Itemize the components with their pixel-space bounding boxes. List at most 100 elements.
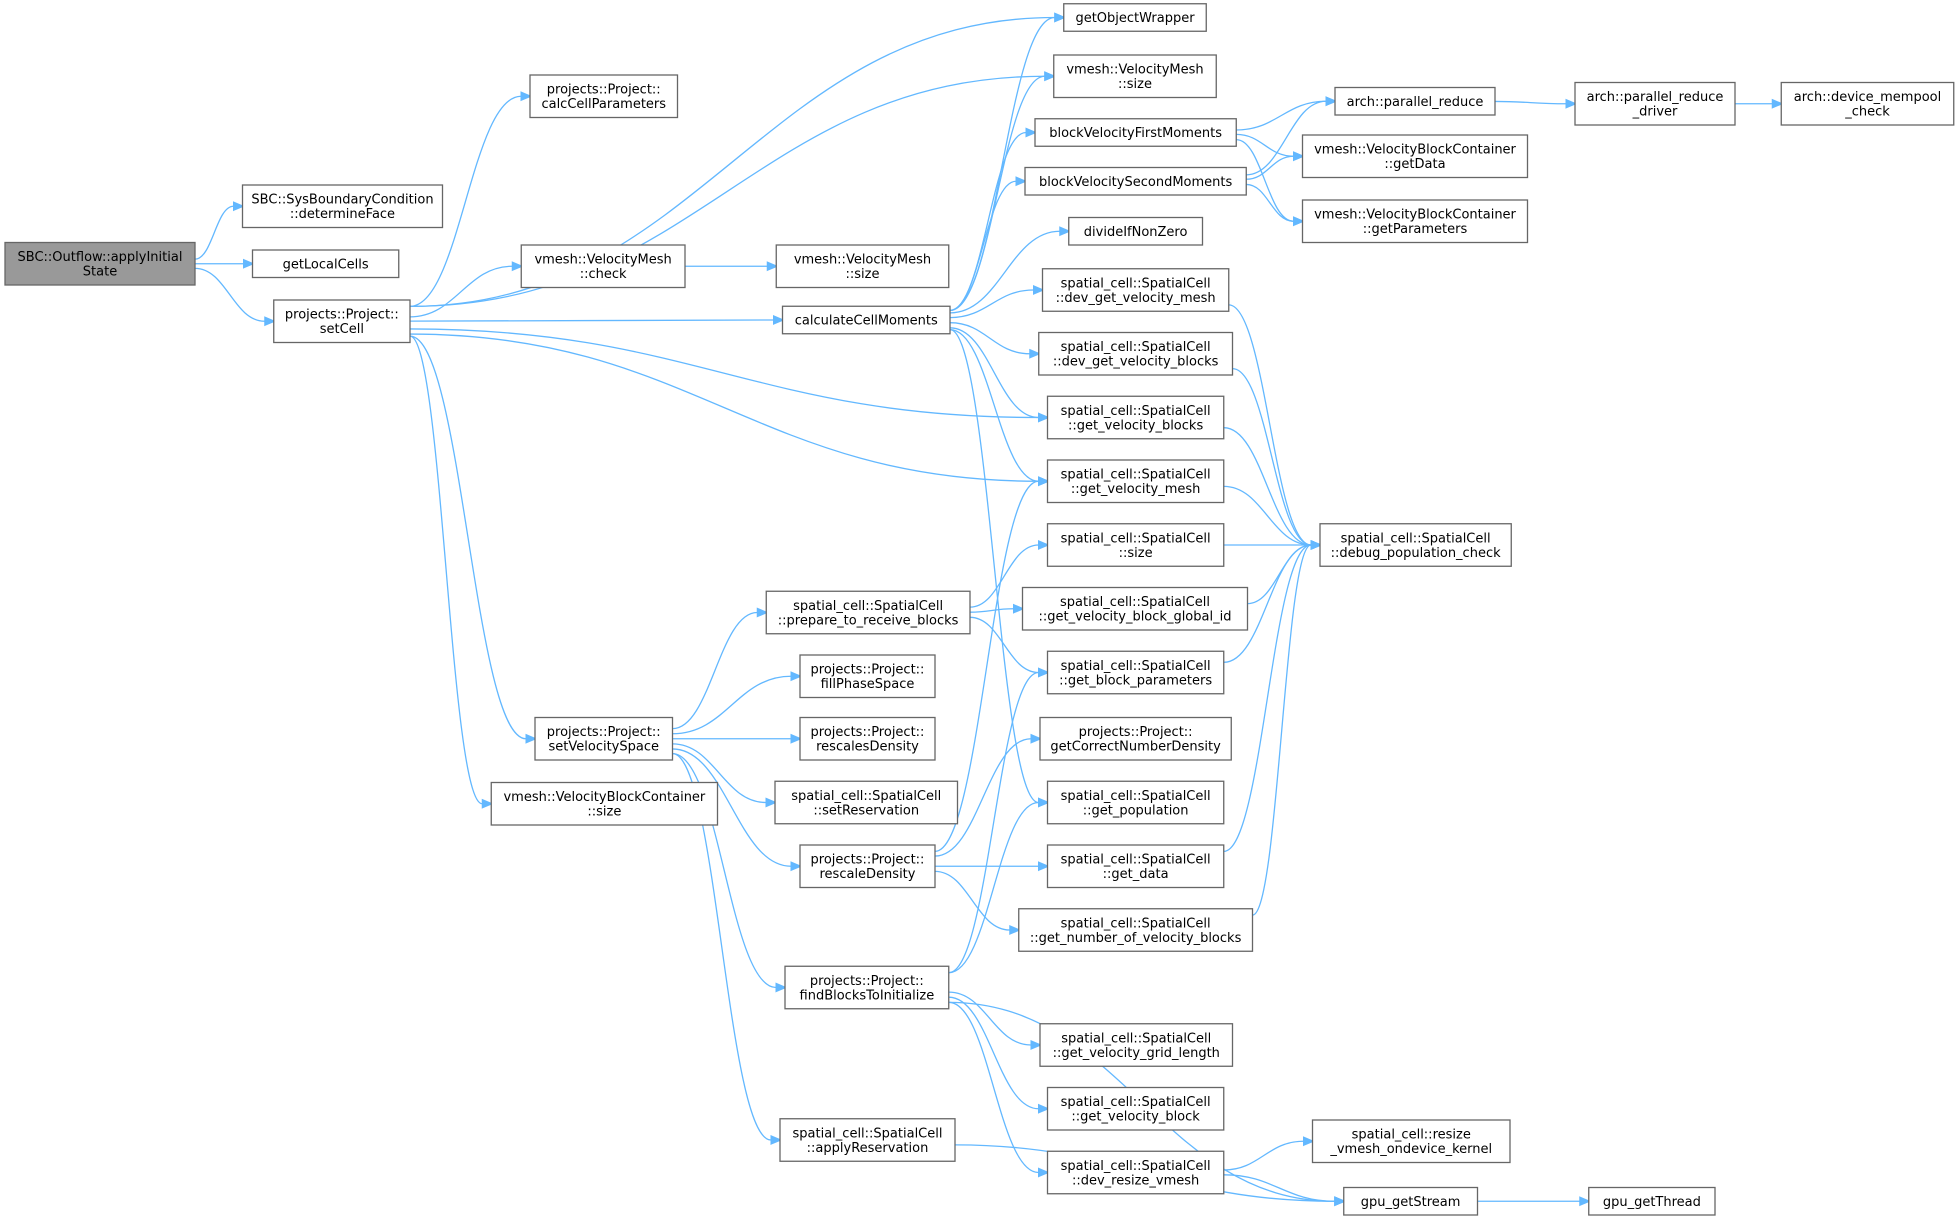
- graph-node-gpu-getStream[interactable]: gpu_getStream: [1343, 1186, 1479, 1216]
- graph-node-get-number-of-velocity-blocks[interactable]: spatial_cell::SpatialCell::get_number_of…: [1018, 908, 1254, 952]
- node-box: [1021, 586, 1249, 631]
- graph-node-prepare-to-receive-blocks[interactable]: spatial_cell::SpatialCell::prepare_to_re…: [765, 590, 971, 635]
- edge-line: [949, 327, 1039, 419]
- graph-node-gpu-getThread[interactable]: gpu_getThread: [1588, 1186, 1716, 1216]
- graph-node-applyReservation[interactable]: spatial_cell::SpatialCell::applyReservat…: [779, 1118, 956, 1162]
- edge-line: [949, 289, 1034, 319]
- node-label-line: ::dev_get_velocity_blocks: [1053, 355, 1219, 370]
- node-label-line: projects::Project::: [811, 663, 925, 678]
- graph-node-fillPhaseSpace[interactable]: projects::Project::fillPhaseSpace: [799, 654, 936, 699]
- edge-arrowhead: [1565, 98, 1578, 109]
- graph-node-rescaleDensity[interactable]: projects::Project::rescaleDensity: [799, 844, 936, 889]
- edge-arrowhead: [1059, 226, 1072, 237]
- node-box: [273, 299, 411, 344]
- edge-arrowhead: [765, 797, 778, 808]
- node-box: [241, 184, 444, 229]
- node-label-line: ::check: [580, 267, 627, 282]
- edge-arrowhead: [264, 316, 277, 327]
- graph-node-vm-size-mid[interactable]: vmesh::VelocityMesh::size: [775, 244, 950, 289]
- graph-node-vbc-getParameters[interactable]: vmesh::VelocityBlockContainer::getParame…: [1301, 199, 1529, 244]
- graph-node-rescalesDensity[interactable]: projects::Project::rescalesDensity: [799, 716, 936, 761]
- graph-node-vm-size-top[interactable]: vmesh::VelocityMesh::size: [1053, 54, 1217, 99]
- edge-line: [409, 333, 1039, 482]
- edge-line: [949, 75, 1045, 312]
- graph-edge: [672, 748, 803, 872]
- edge-arrowhead: [1038, 797, 1050, 808]
- node-box: [799, 844, 936, 889]
- graph-node-bvfm[interactable]: blockVelocityFirstMoments: [1034, 118, 1237, 147]
- graph-node-getObjectWrapper[interactable]: getObjectWrapper: [1063, 3, 1207, 32]
- edge-arrowhead: [770, 1135, 783, 1145]
- graph-edge: [672, 752, 788, 993]
- graph-node-getLocalCells[interactable]: getLocalCells: [251, 249, 400, 279]
- graph-node-get-velocity-mesh[interactable]: spatial_cell::SpatialCell::get_velocity_…: [1046, 459, 1225, 504]
- graph-node-device-mempool-check[interactable]: arch::device_mempool_check: [1780, 81, 1955, 126]
- node-label-line: ::get_block_parameters: [1059, 673, 1212, 688]
- graph-node-dev-get-velocity-mesh[interactable]: spatial_cell::SpatialCell::dev_get_veloc…: [1041, 268, 1230, 312]
- graph-node-parallel-reduce[interactable]: arch::parallel_reduce: [1334, 86, 1496, 116]
- edge-arrowhead: [1038, 1103, 1050, 1114]
- graph-node-get-velocity-grid-length[interactable]: spatial_cell::SpatialCell::get_velocity_…: [1039, 1023, 1234, 1067]
- graph-node-get-data[interactable]: spatial_cell::SpatialCell::get_data: [1046, 844, 1225, 889]
- node-box: [1334, 86, 1496, 116]
- graph-node-debug-population-check[interactable]: spatial_cell::SpatialCell::debug_populat…: [1319, 523, 1512, 567]
- graph-node-calcCellParameters[interactable]: projects::Project::calcCellParameters: [529, 74, 679, 119]
- graph-node-vbc-size[interactable]: vmesh::VelocityBlockContainer::size: [490, 781, 719, 826]
- graph-node-parallel-reduce-driver[interactable]: arch::parallel_reduce_driver: [1574, 81, 1736, 126]
- node-label-line: gpu_getThread: [1603, 1195, 1701, 1210]
- edge-line: [1246, 155, 1294, 180]
- graph-node-determineFace[interactable]: SBC::SysBoundaryCondition::determineFace: [241, 184, 444, 229]
- graph-edge: [409, 315, 785, 325]
- graph-edge: [409, 335, 494, 809]
- node-label-line: spatial_cell::SpatialCell: [793, 599, 943, 614]
- edge-arrowhead: [1303, 1136, 1315, 1147]
- edge-arrowhead: [1038, 476, 1050, 487]
- node-label-line: spatial_cell::SpatialCell: [793, 1126, 943, 1141]
- node-label-line: gpu_getStream: [1361, 1195, 1461, 1210]
- node-label-line: projects::Project::: [810, 974, 924, 989]
- node-label-line: projects::Project::: [285, 308, 399, 323]
- graph-node-resize-vmesh-ondevice-kernel[interactable]: spatial_cell::resize_vmesh_ondevice_kern…: [1311, 1119, 1511, 1164]
- edge-arrowhead: [511, 261, 524, 272]
- graph-node-divideIfNonZero[interactable]: divideIfNonZero: [1068, 216, 1204, 246]
- edge-arrowhead: [1013, 603, 1025, 614]
- graph-edge: [1228, 304, 1323, 550]
- graph-node-get-population[interactable]: spatial_cell::SpatialCell::get_populatio…: [1046, 780, 1225, 825]
- graph-node-dev-get-velocity-blocks[interactable]: spatial_cell::SpatialCell::dev_get_veloc…: [1038, 331, 1234, 376]
- node-label-line: ::prepare_to_receive_blocks: [778, 613, 959, 628]
- graph-node-setVelocitySpace[interactable]: projects::Project::setVelocitySpace: [534, 716, 674, 761]
- graph-node-sc-size[interactable]: spatial_cell::SpatialCell::size: [1046, 523, 1225, 567]
- graph-edge: [949, 127, 1038, 312]
- graph-node-dev-resize-vmesh[interactable]: spatial_cell::SpatialCell::dev_resize_vm…: [1046, 1150, 1225, 1195]
- node-label-line: rescalesDensity: [816, 740, 919, 755]
- graph-node-get-velocity-block-global-id[interactable]: spatial_cell::SpatialCell::get_velocity_…: [1021, 586, 1249, 631]
- node-label-line: ::get_number_of_velocity_blocks: [1030, 931, 1242, 946]
- edge-arrowhead: [1293, 216, 1305, 227]
- graph-node-bvsm[interactable]: blockVelocitySecondMoments: [1024, 166, 1247, 196]
- graph-node-findBlocksToInitialize[interactable]: projects::Project::findBlocksToInitializ…: [784, 965, 950, 1010]
- node-box: [1319, 523, 1512, 567]
- edge-line: [1223, 544, 1312, 663]
- edge-arrowhead: [243, 258, 255, 269]
- graph-node-calculateCellMoments[interactable]: calculateCellMoments: [781, 305, 951, 335]
- graph-node-vbc-getData[interactable]: vmesh::VelocityBlockContainer::getData: [1301, 134, 1529, 179]
- graph-node-get-velocity-blocks[interactable]: spatial_cell::SpatialCell::get_velocity_…: [1046, 395, 1225, 440]
- node-label-line: findBlocksToInitialize: [800, 988, 935, 1003]
- graph-node-setReservation[interactable]: spatial_cell::SpatialCell::setReservatio…: [774, 780, 959, 825]
- edge-arrowhead: [520, 91, 533, 102]
- edge-arrowhead: [775, 982, 788, 993]
- node-box: [1301, 199, 1529, 244]
- node-label-line: arch::parallel_reduce: [1347, 95, 1484, 110]
- graph-node-setCell[interactable]: projects::Project::setCell: [273, 299, 411, 344]
- graph-node-vm-check[interactable]: vmesh::VelocityMesh::check: [520, 244, 686, 289]
- node-label-line: spatial_cell::SpatialCell: [791, 789, 941, 804]
- node-label-line: vmesh::VelocityBlockContainer: [1314, 208, 1516, 223]
- node-label-line: calculateCellMoments: [795, 314, 938, 329]
- graph-node-get-block-parameters[interactable]: spatial_cell::SpatialCell::get_block_par…: [1046, 650, 1225, 695]
- node-label-line: spatial_cell::SpatialCell: [1061, 1095, 1211, 1110]
- edge-line: [1223, 544, 1312, 853]
- graph-node-get-velocity-block[interactable]: spatial_cell::SpatialCell::get_velocity_…: [1046, 1086, 1225, 1131]
- graph-node-getCorrectNumberDensity[interactable]: projects::Project::getCorrectNumberDensi…: [1039, 716, 1232, 761]
